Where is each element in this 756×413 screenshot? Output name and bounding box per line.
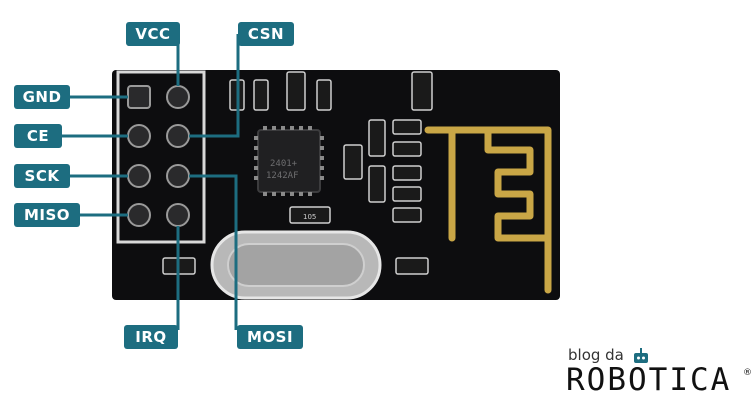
robot-icon <box>634 348 648 363</box>
pin-csn <box>166 124 190 148</box>
label-vcc: VCC <box>126 22 180 46</box>
logo-top-text: blog da <box>568 346 624 364</box>
label-miso: MISO <box>14 203 80 227</box>
smd-components <box>162 71 433 275</box>
label-sck: SCK <box>14 164 70 188</box>
chip-pads <box>254 126 324 196</box>
pcb-antenna <box>424 126 552 294</box>
pin-ce <box>127 124 151 148</box>
chip-marking-2: 1242AF <box>266 171 299 181</box>
pin-sck <box>127 164 151 188</box>
label-ce: CE <box>14 124 62 148</box>
pin-vcc <box>166 85 190 109</box>
pin-mosi <box>166 164 190 188</box>
blog-da-robotica-logo: blog da ROBOTICA ® <box>562 346 752 406</box>
pin-irq <box>166 203 190 227</box>
resistor-code: 105 <box>303 213 316 221</box>
pin-miso <box>127 203 151 227</box>
pin-header-outline <box>116 70 206 244</box>
label-csn: CSN <box>238 22 294 46</box>
label-irq: IRQ <box>124 325 178 349</box>
label-mosi: MOSI <box>237 325 303 349</box>
logo-main-text: ROBOTICA <box>566 362 732 398</box>
chip-marking-1: 2401+ <box>270 159 298 169</box>
label-gnd: GND <box>14 85 70 109</box>
nrf24-chip <box>257 129 321 193</box>
pin-gnd <box>127 85 151 109</box>
logo-registered-mark: ® <box>743 368 752 378</box>
